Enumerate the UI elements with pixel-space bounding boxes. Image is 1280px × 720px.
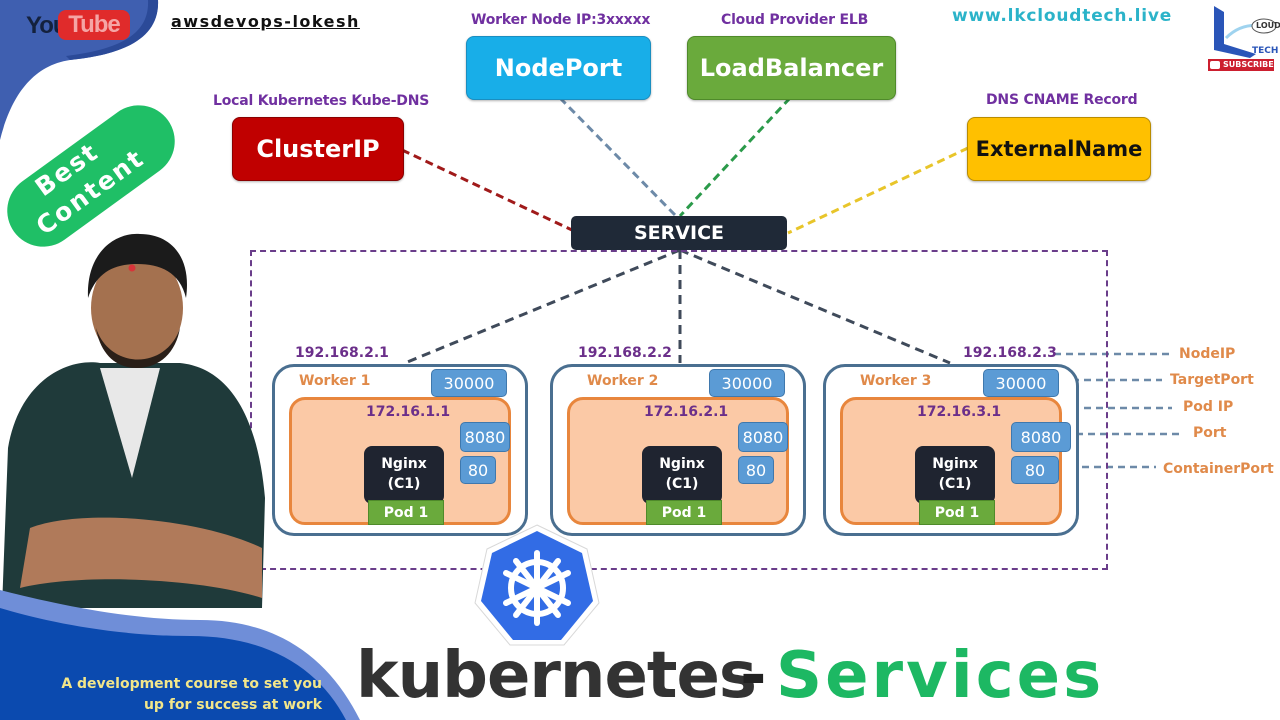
worker1-container-name: Nginx: [381, 456, 427, 472]
legend-port: Port: [1193, 425, 1227, 441]
worker2-container-name: Nginx: [659, 456, 705, 472]
worker3-port: 8080: [1011, 422, 1071, 452]
website-link[interactable]: www.lkcloudtech.live: [952, 6, 1173, 26]
nodeport-connector: [558, 96, 678, 218]
worker2-pod-label: Pod 1: [646, 500, 722, 525]
legend-targetport: TargetPort: [1170, 372, 1254, 388]
worker3-container-name: Nginx: [932, 456, 978, 472]
worker3-pod-label: Pod 1: [919, 500, 995, 525]
service-box[interactable]: SERVICE: [571, 216, 787, 250]
clusterip-caption: Local Kubernetes Kube-DNS: [213, 93, 430, 109]
subscribe-label: SUBSCRIBE: [1223, 60, 1274, 69]
worker1-nodeport: 30000: [431, 369, 507, 397]
tagline: A development course to set you up for s…: [40, 674, 322, 716]
worker3-container-port: 80: [1011, 456, 1059, 484]
title-kubernetes: kubernetes: [356, 639, 757, 713]
worker3-pod-area[interactable]: 172.16.3.1 8080 80 Nginx (C1) Pod 1: [840, 397, 1071, 525]
worker3-node-ip: 192.168.2.3: [963, 345, 1057, 361]
brand-logo-mark-icon: [1214, 6, 1277, 58]
loadbalancer-caption: Cloud Provider ELB: [721, 12, 869, 28]
worker2-container[interactable]: Nginx (C1): [642, 446, 722, 504]
externalname-box[interactable]: ExternalName: [967, 117, 1151, 181]
channel-name[interactable]: awsdevops-lokesh: [171, 12, 360, 31]
worker1-container[interactable]: Nginx (C1): [364, 446, 444, 504]
brand-logo-top: LOUD: [1256, 21, 1280, 30]
nodeport-box[interactable]: NodePort: [466, 36, 651, 100]
worker2-pod-area[interactable]: 172.16.2.1 8080 80 Nginx (C1) Pod 1: [567, 397, 789, 525]
worker2-port: 8080: [738, 422, 788, 452]
worker3-pod-ip: 172.16.3.1: [917, 404, 1002, 420]
presenter-photo: [2, 233, 265, 608]
loadbalancer-box[interactable]: LoadBalancer: [687, 36, 896, 100]
brand-logo-bottom: TECH: [1252, 46, 1279, 56]
worker1-label: Worker 1: [299, 373, 371, 389]
worker1-node-ip: 192.168.2.1: [295, 345, 389, 361]
worker3-container-id: (C1): [938, 476, 972, 492]
tagline-line2: up for success at work: [143, 697, 322, 713]
title-dash: -: [740, 639, 767, 713]
worker2-pod-ip: 172.16.2.1: [644, 404, 729, 420]
externalname-connector: [787, 146, 969, 235]
title-services: Services: [776, 639, 1105, 713]
legend-podip: Pod IP: [1183, 399, 1234, 415]
tagline-line1: A development course to set you: [61, 676, 322, 692]
clusterip-box[interactable]: ClusterIP: [232, 117, 404, 181]
worker2-container-port: 80: [738, 456, 774, 484]
clusterip-connector: [401, 148, 573, 232]
worker3-label: Worker 3: [860, 373, 932, 389]
youtube-logo-tube: Tube: [58, 10, 130, 40]
worker1-pod-label: Pod 1: [368, 500, 444, 525]
play-icon: [1210, 61, 1220, 69]
legend-nodeip: NodeIP: [1179, 346, 1236, 362]
loadbalancer-connector: [678, 96, 792, 218]
legend-containerport: ContainerPort: [1163, 461, 1274, 477]
cluster-boundary: [250, 250, 1108, 570]
subscribe-button[interactable]: SUBSCRIBE: [1208, 59, 1274, 71]
worker2-nodeport: 30000: [709, 369, 785, 397]
bottom-left-swoosh: [0, 590, 360, 720]
kubernetes-helm-wheel-icon: [474, 524, 600, 646]
worker1-pod-area[interactable]: 172.16.1.1 8080 80 Nginx (C1) Pod 1: [289, 397, 511, 525]
brand-logo[interactable]: LOUD TECH SUBSCRIBE: [1208, 4, 1280, 72]
worker1-container-port: 80: [460, 456, 496, 484]
externalname-caption: DNS CNAME Record: [986, 92, 1138, 108]
worker2-container-id: (C1): [665, 476, 699, 492]
worker1-pod-ip: 172.16.1.1: [366, 404, 451, 420]
worker3-nodeport: 30000: [983, 369, 1059, 397]
worker1-port: 8080: [460, 422, 510, 452]
worker-node-3[interactable]: Worker 3 30000 172.16.3.1 8080 80 Nginx …: [823, 364, 1079, 536]
worker1-container-id: (C1): [387, 476, 421, 492]
worker-node-1[interactable]: Worker 1 30000 172.16.1.1 8080 80 Nginx …: [272, 364, 528, 536]
worker3-container[interactable]: Nginx (C1): [915, 446, 995, 504]
worker2-node-ip: 192.168.2.2: [578, 345, 672, 361]
worker-node-2[interactable]: Worker 2 30000 172.16.2.1 8080 80 Nginx …: [550, 364, 806, 536]
nodeport-caption: Worker Node IP:3xxxxx: [471, 12, 651, 28]
worker2-label: Worker 2: [587, 373, 659, 389]
